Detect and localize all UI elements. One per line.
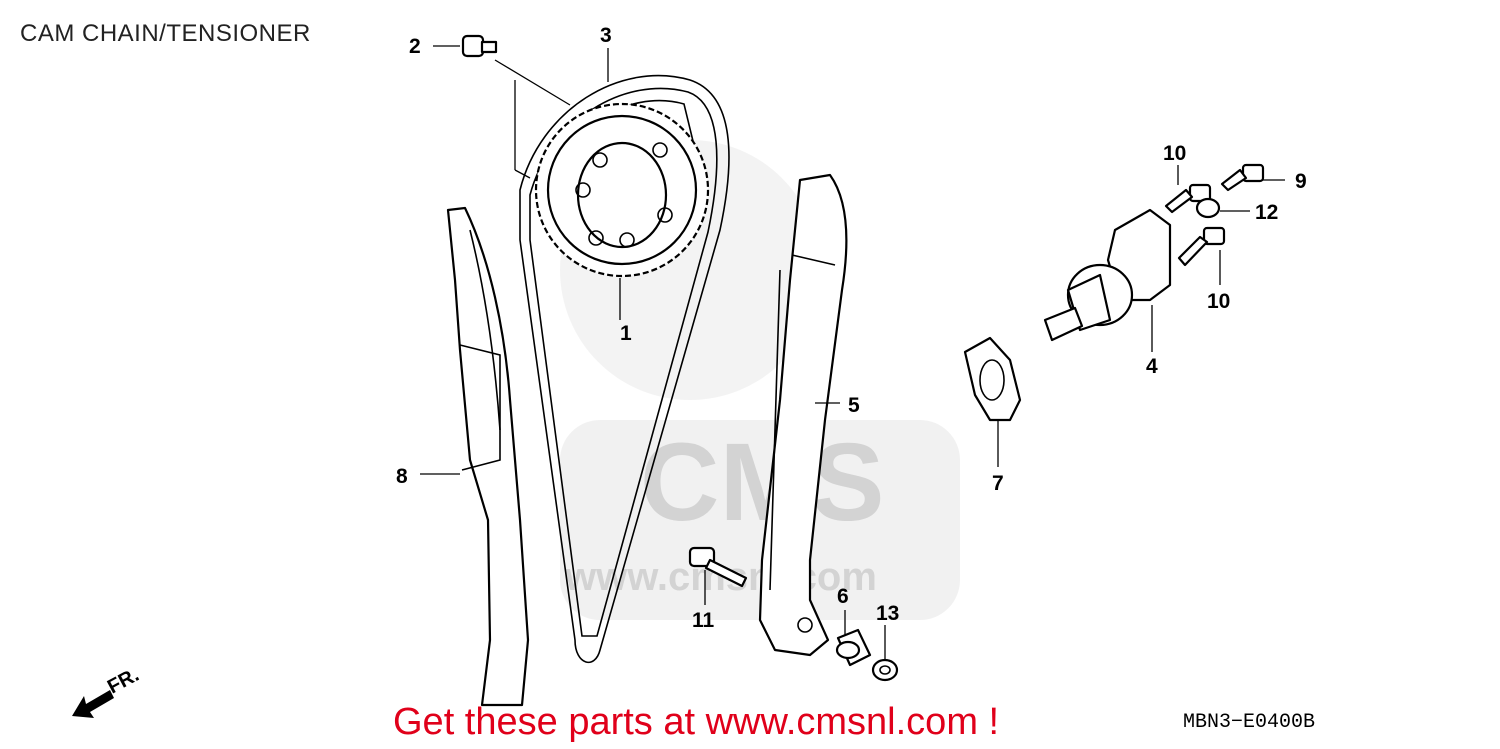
diagram-code: MBN3−E0400B xyxy=(1183,711,1316,734)
callout-1: 1 xyxy=(620,322,632,345)
callout-10-lower: 10 xyxy=(1207,290,1230,313)
tensioner-gasket xyxy=(963,336,1022,422)
callout-12: 12 xyxy=(1255,201,1278,224)
callout-6: 6 xyxy=(837,585,849,608)
leader-lines xyxy=(420,45,1285,660)
watermark-url: www.cmsnl.com xyxy=(564,555,877,599)
callout-labels: 1 2 3 4 5 6 7 8 9 10 10 11 12 13 xyxy=(396,24,1307,632)
callout-2: 2 xyxy=(409,35,421,58)
callout-5: 5 xyxy=(848,394,860,417)
tensioner-bolt-upper xyxy=(1164,183,1212,214)
callout-13: 13 xyxy=(876,602,899,625)
callout-8: 8 xyxy=(396,465,408,488)
diagram-title: CAM CHAIN/TENSIONER xyxy=(20,20,311,47)
sprocket-bolt xyxy=(461,34,498,58)
collar xyxy=(835,628,872,667)
callout-9: 9 xyxy=(1295,170,1307,193)
tensioner-bolt-lower xyxy=(1177,226,1226,267)
watermark-cms: CMS xyxy=(640,421,884,544)
promo-link[interactable]: Get these parts at www.cmsnl.com ! xyxy=(393,701,1000,743)
callout-11: 11 xyxy=(692,609,715,632)
callout-7: 7 xyxy=(992,472,1004,495)
tensioner-slipper xyxy=(446,206,530,707)
callout-4: 4 xyxy=(1146,355,1158,378)
pivot-bolt xyxy=(688,546,748,588)
cam-chain-guide xyxy=(758,173,848,657)
tensioner-cap-bolt xyxy=(1220,163,1265,192)
washer xyxy=(871,658,899,682)
sealing-washer xyxy=(1195,197,1221,219)
cam-sprocket xyxy=(534,102,710,278)
callout-10-upper: 10 xyxy=(1163,142,1186,165)
front-direction-arrow: FR. xyxy=(72,664,143,718)
cam-chain-tensioner xyxy=(1043,208,1172,342)
callout-3: 3 xyxy=(600,24,612,47)
